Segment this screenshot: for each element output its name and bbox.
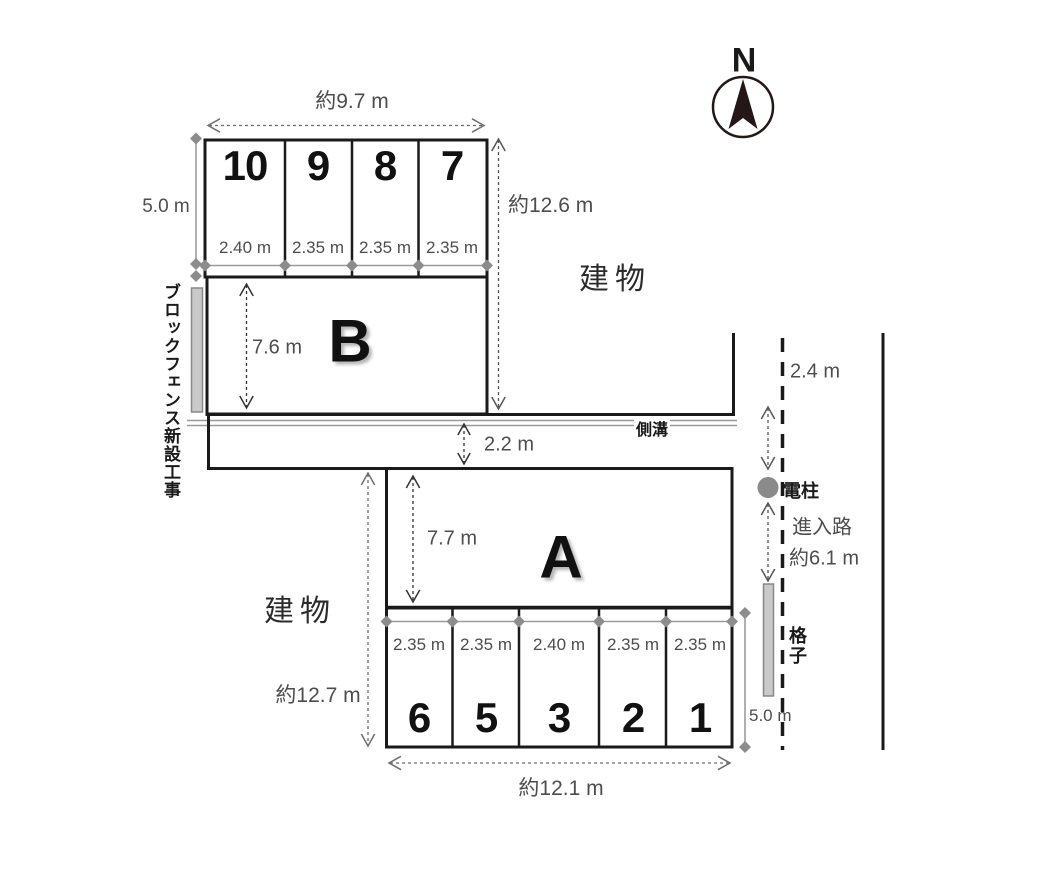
road-outline bbox=[207, 414, 734, 470]
building-upper-label: 建物 bbox=[579, 263, 651, 296]
space-width-1: 2.35 m bbox=[674, 635, 726, 654]
utility-pole-icon bbox=[757, 477, 779, 498]
north-compass-icon bbox=[711, 75, 775, 139]
utility-pole-label: 電柱 bbox=[783, 481, 819, 501]
dim-upper-left-height-label: 5.0 m bbox=[142, 196, 190, 217]
fence-construction-note: ブロックフェンス新設工事 bbox=[161, 283, 180, 499]
dim-arrow-bottom-width bbox=[387, 755, 732, 771]
right-survey-line-5m bbox=[739, 607, 751, 753]
dim-upper-right-height-label: 約12.6 m bbox=[508, 194, 594, 217]
space-number-6: 6 bbox=[407, 694, 431, 741]
upper-survey-diamonds bbox=[199, 259, 493, 272]
space-number-9: 9 bbox=[306, 142, 330, 189]
block-a-label: A bbox=[539, 523, 583, 591]
space-width-6: 2.35 m bbox=[393, 635, 445, 654]
dim-approach-length-label: 約6.1 m bbox=[789, 547, 860, 570]
north-label: N bbox=[731, 41, 757, 80]
dim-road-width-label: 2.2 m bbox=[483, 433, 535, 456]
space-number-2: 2 bbox=[621, 694, 645, 741]
gutter-label: 側溝 bbox=[633, 416, 671, 440]
space-width-5: 2.35 m bbox=[460, 635, 512, 654]
dim-arrow-approach-lower bbox=[760, 501, 776, 583]
lower-parking-block-outline bbox=[385, 606, 734, 749]
dim-a-depth-label: 7.7 m bbox=[426, 527, 478, 550]
lower-survey-diamonds bbox=[380, 615, 738, 628]
dim-arrow-b-depth bbox=[239, 282, 254, 410]
space-width-3: 2.40 m bbox=[533, 635, 585, 654]
block-fence-bar bbox=[190, 287, 204, 413]
space-width-2: 2.35 m bbox=[607, 635, 659, 654]
dim-bottom-width-label: 約12.1 m bbox=[518, 777, 604, 800]
left-survey-line-5m bbox=[190, 132, 202, 282]
approach-road-label: 進入路 bbox=[792, 516, 852, 539]
dim-lower-left-height-label: 約12.7 m bbox=[275, 684, 361, 707]
space-width-8: 2.35 m bbox=[359, 238, 411, 257]
dim-arrow-top-width bbox=[206, 118, 486, 133]
lattice-label: 格子 bbox=[787, 626, 807, 666]
dim-arrow-upper-right-height bbox=[491, 137, 506, 411]
dim-lower-right-height-label: 5.0 m bbox=[749, 706, 792, 725]
space-width-7: 2.35 m bbox=[426, 238, 478, 257]
dim-b-depth-label: 7.6 m bbox=[251, 336, 303, 359]
dim-arrow-approach-upper bbox=[760, 405, 776, 471]
building-lower-label: 建物 bbox=[264, 595, 336, 628]
block-b-label: B bbox=[328, 307, 372, 375]
space-number-10: 10 bbox=[222, 142, 269, 189]
space-number-7: 7 bbox=[440, 142, 464, 189]
dim-boundary-offset-label: 2.4 m bbox=[790, 360, 841, 383]
space-width-10: 2.40 m bbox=[219, 238, 271, 257]
lattice-bar bbox=[762, 583, 775, 697]
space-number-5: 5 bbox=[474, 694, 498, 741]
space-number-1: 1 bbox=[688, 694, 712, 741]
dim-arrow-a-depth bbox=[405, 474, 421, 604]
dim-arrow-lower-left-height bbox=[360, 471, 376, 748]
space-number-3: 3 bbox=[547, 694, 571, 741]
space-number-8: 8 bbox=[373, 142, 397, 189]
dim-top-width-label: 約9.7 m bbox=[315, 90, 389, 113]
dim-arrow-road-width bbox=[457, 422, 471, 466]
space-width-9: 2.35 m bbox=[292, 238, 344, 257]
